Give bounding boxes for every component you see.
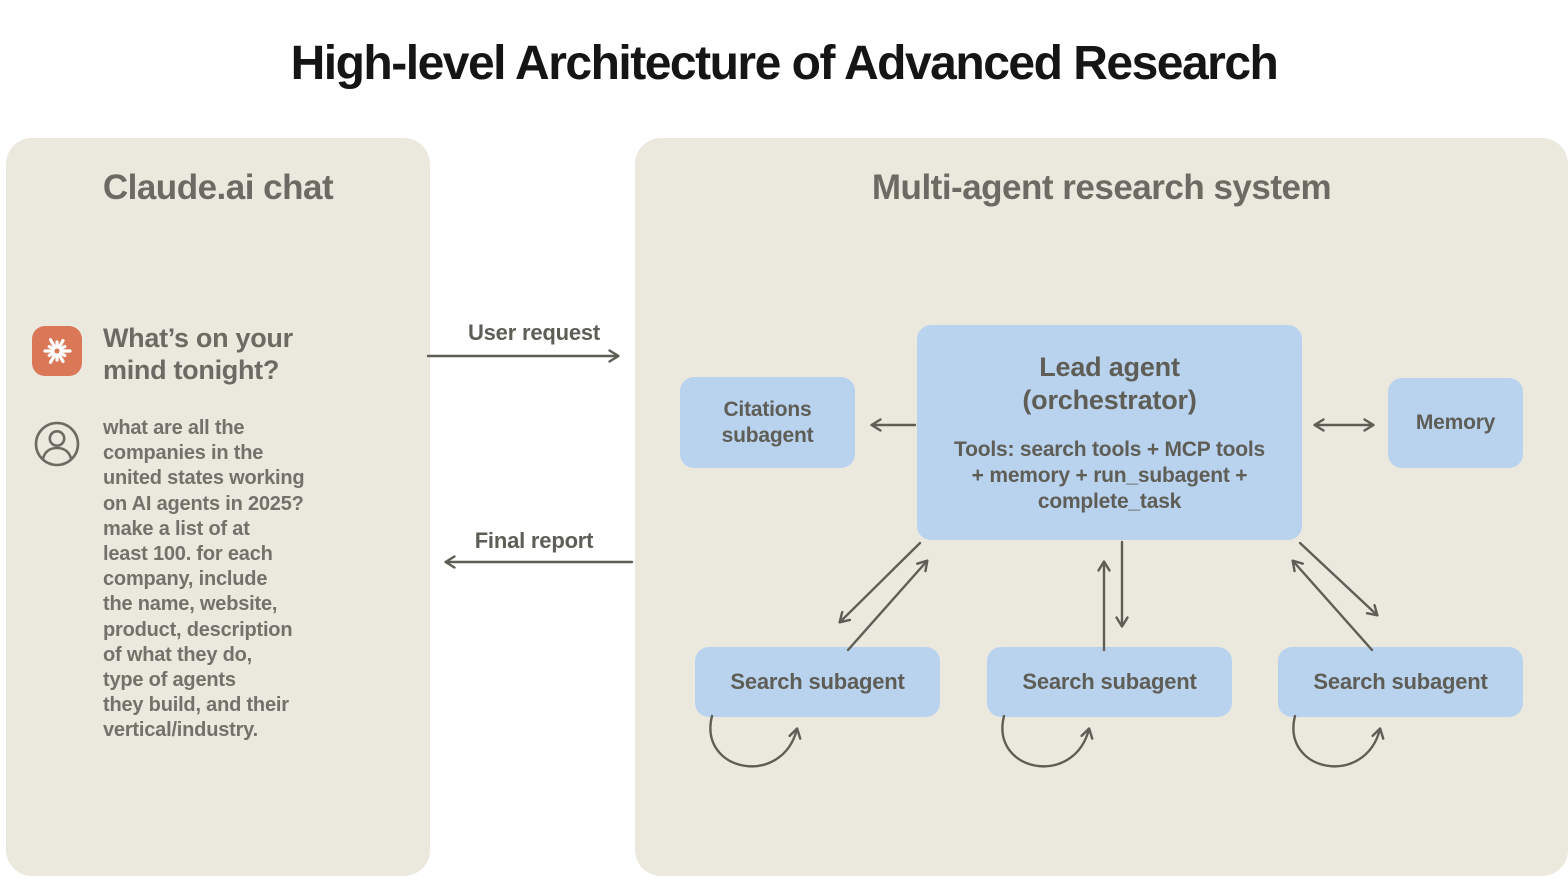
multi-agent-system-panel: Multi-agent research system Lead agent (… <box>635 138 1568 876</box>
lead-agent-box: Lead agent (orchestrator) Tools: search … <box>917 325 1302 540</box>
page-title: High-level Architecture of Advanced Rese… <box>290 37 1279 90</box>
user-query-text: what are all the companies in the united… <box>103 417 305 742</box>
search-subagent-box-2: Search subagent <box>987 647 1232 717</box>
lead-agent-name: Lead agent (orchestrator) <box>1022 351 1197 415</box>
user-request-label: User request <box>467 320 601 345</box>
prompt-heading: What’s on your mind tonight? <box>103 323 293 385</box>
final-report-label: Final report <box>474 528 594 553</box>
memory-box: Memory <box>1388 378 1523 468</box>
search-subagent-box-1: Search subagent <box>695 647 940 717</box>
multi-agent-system-title: Multi-agent research system <box>871 168 1332 207</box>
claude-starburst-icon <box>32 326 82 376</box>
lead-agent-tools: Tools: search tools + MCP tools + memory… <box>954 437 1265 513</box>
user-avatar-icon <box>33 420 81 468</box>
citations-subagent-box: Citations subagent <box>680 377 855 468</box>
claude-chat-panel-title: Claude.ai chat <box>102 168 334 207</box>
claude-chat-panel: Claude.ai chat <box>6 138 430 876</box>
search-subagent-box-3: Search subagent <box>1278 647 1523 717</box>
